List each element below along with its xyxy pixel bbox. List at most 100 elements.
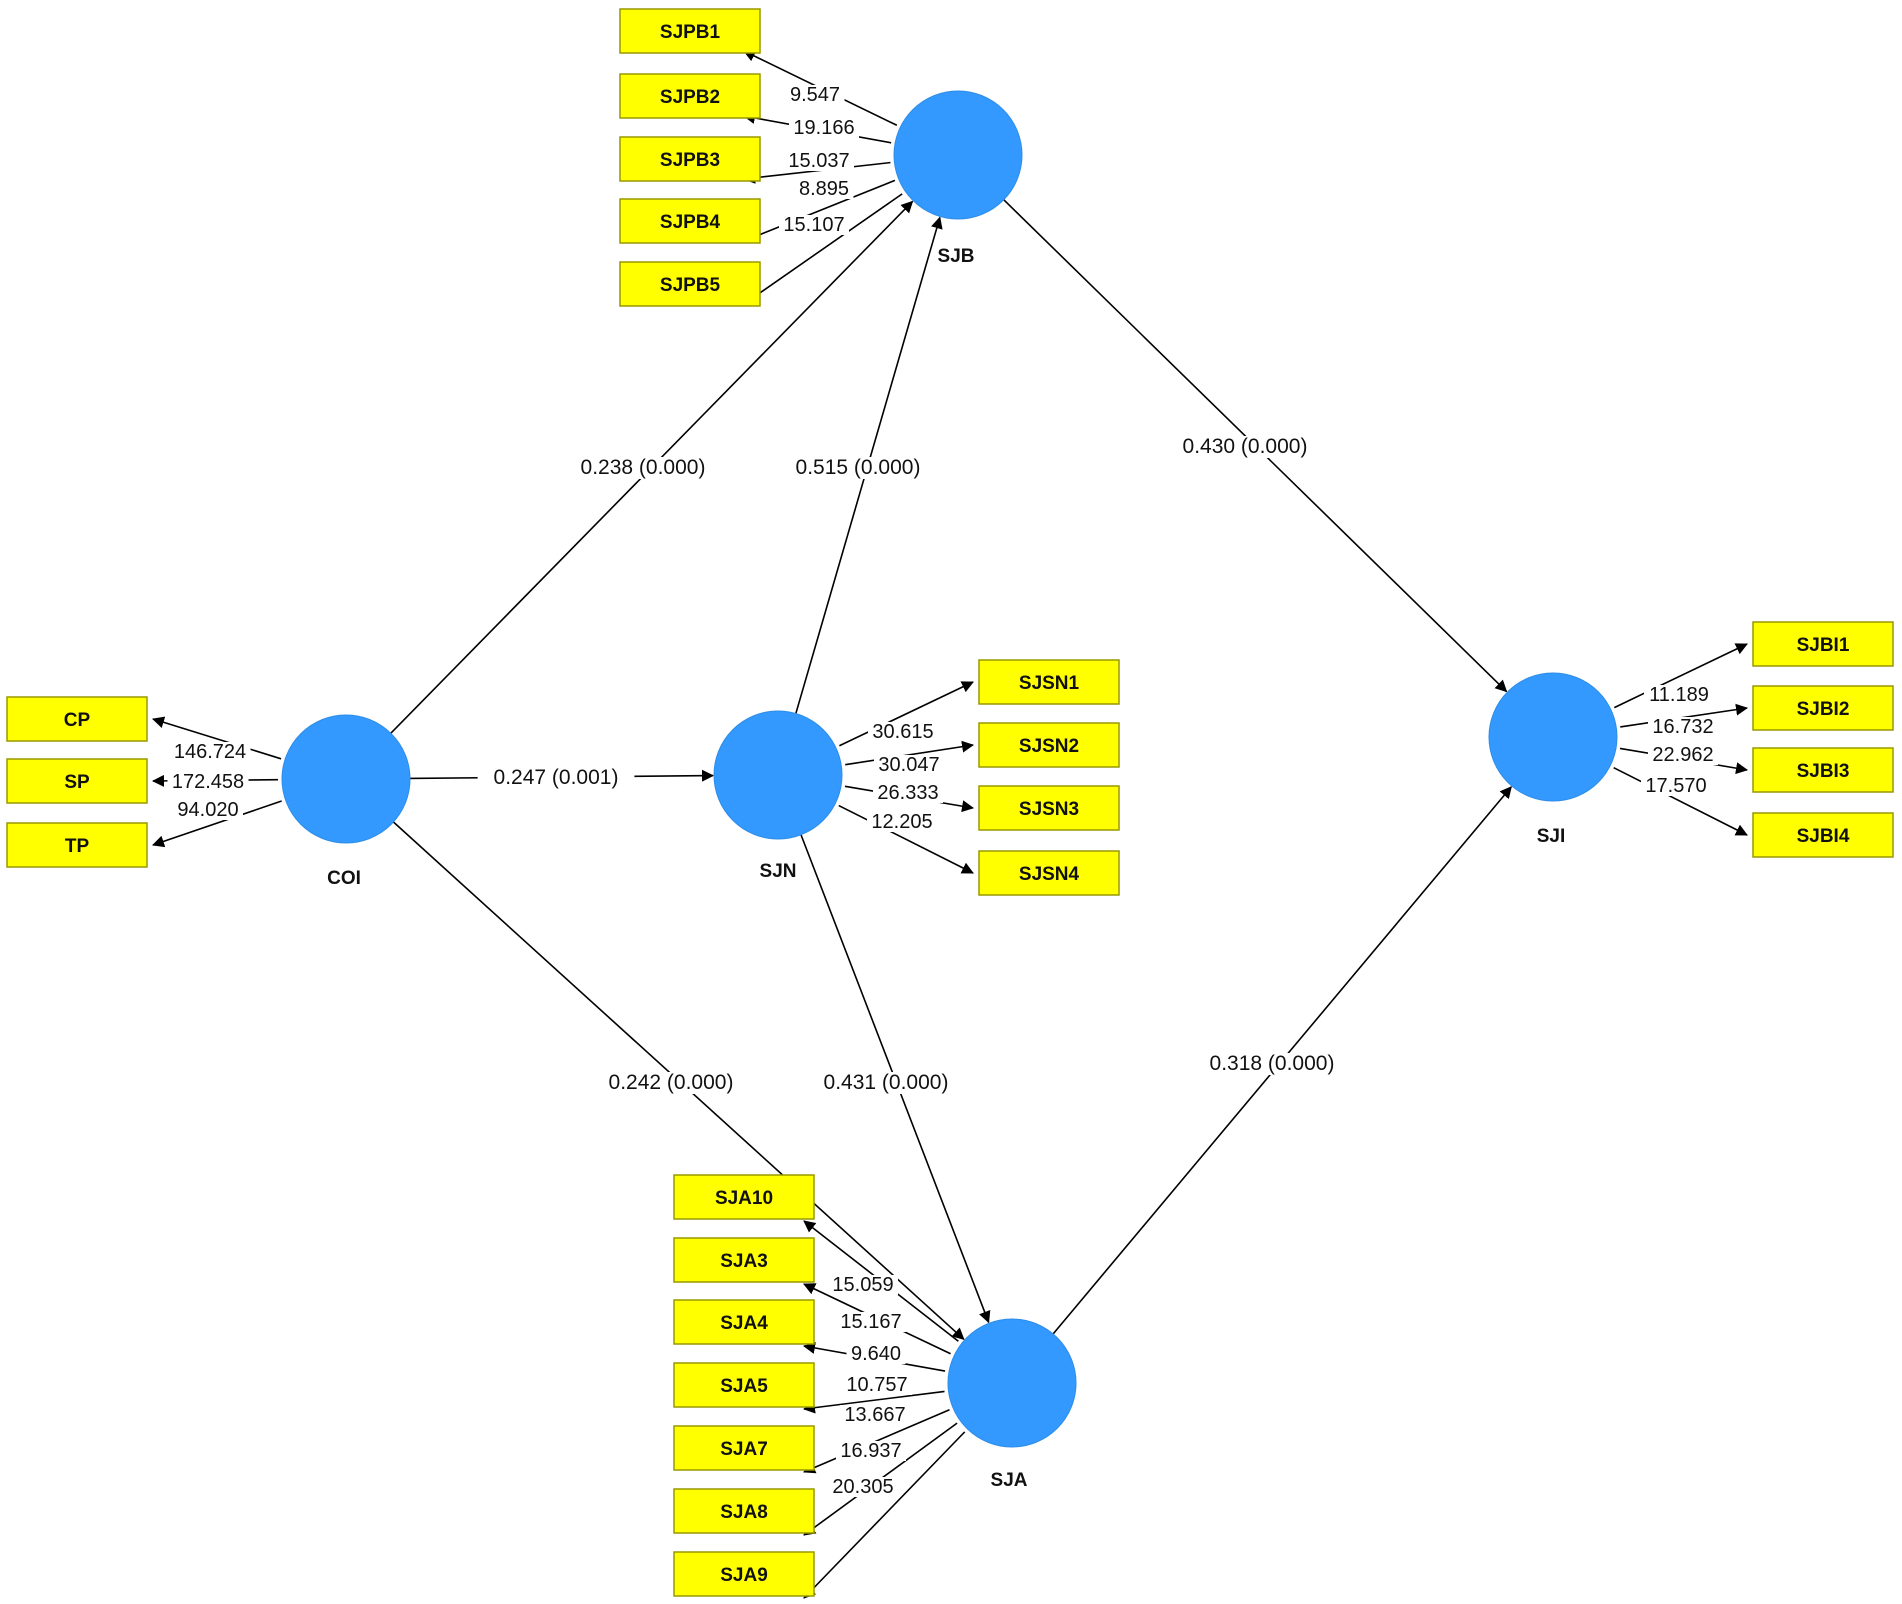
- latent-variable-sja[interactable]: SJA: [947, 1318, 1077, 1491]
- indicator-sjpb4[interactable]: SJPB4: [619, 198, 761, 244]
- indicator-label: SJPB4: [660, 212, 721, 233]
- path-label-background: [1193, 1053, 1351, 1075]
- indicator-label: SJPB3: [660, 150, 720, 171]
- latent-variable-sjn[interactable]: SJN: [713, 710, 843, 882]
- loading-value-sjpb1: 9.547: [790, 84, 840, 106]
- loading-value-sja5: 10.757: [846, 1374, 907, 1396]
- loading-arrow-sja7: [803, 1409, 950, 1474]
- path-label-background: [807, 1072, 965, 1094]
- path-coefficient-coi-to-sjn: 0.247 (0.001): [494, 766, 619, 789]
- indicator-sjbi4[interactable]: SJBI4: [1752, 812, 1894, 858]
- paths-layer: 0.238 (0.000)0.247 (0.001)0.242 (0.000)0…: [388, 197, 1512, 1341]
- indicator-label: SJBI4: [1797, 826, 1850, 847]
- latent-label: SJB: [938, 246, 975, 267]
- loading-label-background: [867, 812, 937, 832]
- indicator-label: SP: [64, 772, 90, 793]
- latent-circle: [281, 714, 411, 844]
- indicator-box: [978, 659, 1120, 705]
- indicator-sja9[interactable]: SJA9: [673, 1551, 815, 1597]
- indicator-sja5[interactable]: SJA5: [673, 1362, 815, 1408]
- indicator-box: [978, 850, 1120, 896]
- indicator-box: [978, 785, 1120, 831]
- loading-label-background: [779, 215, 849, 235]
- latent-circle: [1488, 672, 1618, 802]
- indicator-sjsn4[interactable]: SJSN4: [978, 850, 1120, 896]
- indicator-sja3[interactable]: SJA3: [673, 1237, 815, 1283]
- path-label-background: [477, 767, 635, 789]
- latent-variables-layer: COI SJN SJB SJA SJI: [281, 90, 1618, 1491]
- path-coefficient-coi-to-sjb: 0.238 (0.000): [581, 456, 706, 479]
- indicator-label: SJPB5: [660, 275, 721, 296]
- loading-arrow-tp: [152, 800, 282, 848]
- latent-variable-sjb[interactable]: SJB: [893, 90, 1023, 267]
- loading-value-sjsn3: 26.333: [877, 782, 938, 804]
- indicator-label: SJA10: [715, 1188, 773, 1209]
- indicator-sjsn1[interactable]: SJSN1: [978, 659, 1120, 705]
- indicator-sja8[interactable]: SJA8: [673, 1488, 815, 1534]
- loading-arrow-sjsn4: [838, 804, 974, 874]
- loading-value-sjsn1: 30.615: [872, 721, 933, 743]
- loading-label-background: [868, 722, 938, 742]
- loading-label-background: [789, 118, 859, 138]
- indicator-sjpb1[interactable]: SJPB1: [619, 8, 761, 54]
- indicator-sja10[interactable]: SJA10: [673, 1174, 815, 1220]
- indicator-label: SJA7: [720, 1439, 768, 1460]
- loading-arrow-sjsn2: [845, 740, 974, 766]
- indicator-box: [6, 822, 148, 868]
- path-label-background: [592, 1072, 750, 1094]
- indicator-sjbi2[interactable]: SJBI2: [1752, 685, 1894, 731]
- indicator-box: [619, 8, 761, 54]
- loading-label-background: [842, 1375, 912, 1395]
- indicator-sjbi3[interactable]: SJBI3: [1752, 747, 1894, 793]
- loading-arrow-sjbi1: [1613, 643, 1748, 709]
- indicator-label: CP: [64, 710, 91, 731]
- indicator-sjbi1[interactable]: SJBI1: [1752, 621, 1894, 667]
- loading-arrow-sja9: [803, 1431, 966, 1599]
- loading-value-sjbi1: 11.189: [1649, 684, 1709, 706]
- indicator-sp[interactable]: SP: [6, 758, 148, 804]
- loading-value-sjbi4: 17.570: [1645, 775, 1706, 797]
- loading-arrow-sja5: [803, 1390, 945, 1414]
- indicator-sjpb3[interactable]: SJPB3: [619, 136, 761, 182]
- loading-arrow-sjbi4: [1613, 766, 1748, 836]
- indicator-sja7[interactable]: SJA7: [673, 1425, 815, 1471]
- indicator-label: SJPB1: [660, 22, 721, 43]
- indicator-box: [619, 261, 761, 307]
- indicator-sjsn3[interactable]: SJSN3: [978, 785, 1120, 831]
- loading-label-background: [1648, 745, 1718, 765]
- indicator-label: SJBI3: [1797, 761, 1850, 782]
- loading-value-sja4: 9.640: [851, 1343, 901, 1365]
- latent-variable-sji[interactable]: SJI: [1488, 672, 1618, 847]
- latent-label: SJI: [1537, 826, 1566, 847]
- indicator-box: [1752, 747, 1894, 793]
- loading-arrow-cp: [152, 716, 282, 760]
- indicator-box: [673, 1425, 815, 1471]
- loading-label-background: [167, 772, 249, 792]
- loading-label-background: [794, 179, 854, 199]
- indicator-label: SJA9: [720, 1565, 768, 1586]
- loading-value-sjbi2: 16.732: [1652, 716, 1713, 738]
- indicator-sjpb2[interactable]: SJPB2: [619, 73, 761, 119]
- path-coefficient-sjn-to-sja: 0.431 (0.000): [824, 1071, 949, 1094]
- indicator-sja4[interactable]: SJA4: [673, 1299, 815, 1345]
- latent-circle: [947, 1318, 1077, 1448]
- indicator-sjpb5[interactable]: SJPB5: [619, 261, 761, 307]
- indicator-label: SJSN4: [1019, 864, 1080, 885]
- indicator-sjsn2[interactable]: SJSN2: [978, 722, 1120, 768]
- indicator-label: SJSN2: [1019, 736, 1079, 757]
- indicator-label: SJA4: [720, 1313, 768, 1334]
- indicator-box: [673, 1362, 815, 1408]
- indicator-cp[interactable]: CP: [6, 696, 148, 742]
- indicator-tp[interactable]: TP: [6, 822, 148, 868]
- indicator-label: SJBI1: [1797, 635, 1850, 656]
- path-label-background: [1166, 436, 1324, 458]
- loading-value-tp: 94.020: [177, 799, 238, 821]
- loading-value-sjpb5: 15.107: [783, 214, 844, 236]
- loading-label-background: [874, 755, 944, 775]
- loading-label-background: [784, 151, 854, 171]
- latent-variable-coi[interactable]: COI: [281, 714, 411, 889]
- loading-label-background: [836, 1312, 906, 1332]
- indicator-label: TP: [65, 836, 90, 857]
- loading-arrow-sjpb4: [743, 179, 896, 243]
